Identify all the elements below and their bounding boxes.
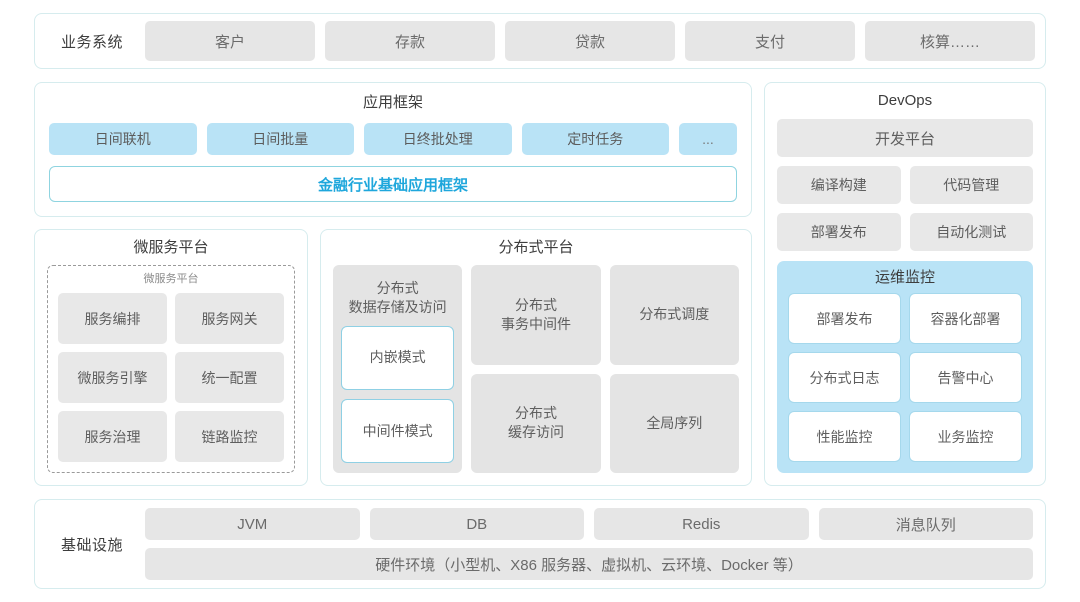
devops-item-automated-testing[interactable]: 自动化测试 (909, 213, 1033, 251)
devops-panel: DevOps 开发平台 编译构建 代码管理 部署发布 自动化测试 运维监控 部署… (764, 82, 1046, 486)
app-framework-title: 应用框架 (362, 94, 423, 111)
infra-item-jvm[interactable]: JVM (145, 508, 360, 540)
micro-item-service-orchestration[interactable]: 服务编排 (58, 293, 167, 345)
ops-item-business-monitoring[interactable]: 业务监控 (909, 411, 1022, 462)
ops-item-deploy-release[interactable]: 部署发布 (788, 293, 901, 344)
dist-item-global-sequence[interactable]: 全局序列 (609, 373, 739, 473)
business-item-loan[interactable]: 贷款 (505, 21, 675, 61)
dist-item-data-storage-access[interactable]: 分布式 数据存储及访问 内嵌模式 中间件模式 (333, 265, 463, 473)
dist-item-transaction-middleware[interactable]: 分布式 事务中间件 (471, 265, 601, 365)
distributed-grid: 分布式 数据存储及访问 内嵌模式 中间件模式 分布式 事务中间件 分布式调度 分… (333, 265, 739, 473)
infrastructure-stack: JVM DB Redis 消息队列 硬件环境（小型机、X86 服务器、虚拟机、云… (145, 508, 1033, 580)
micro-item-service-governance[interactable]: 服务治理 (58, 411, 167, 462)
microservice-platform-panel: 微服务平台 微服务平台 服务编排 服务网关 微服务引擎 统一配置 服务治理 链路… (34, 229, 308, 486)
distributed-platform-panel: 分布式平台 分布式 数据存储及访问 内嵌模式 中间件模式 分布式 事务中间件 分… (320, 229, 752, 486)
micro-item-microservice-engine[interactable]: 微服务引擎 (58, 352, 167, 404)
devops-item-dev-platform[interactable]: 开发平台 (777, 119, 1033, 157)
infrastructure-tag-row: JVM DB Redis 消息队列 (145, 508, 1033, 540)
app-tag-eod-batch[interactable]: 日终批处理 (364, 123, 512, 155)
devops-item-compile-build[interactable]: 编译构建 (777, 166, 901, 204)
business-item-customer[interactable]: 客户 (145, 21, 315, 61)
devops-grid: 编译构建 代码管理 部署发布 自动化测试 (777, 166, 1033, 251)
ops-monitoring-panel: 运维监控 部署发布 容器化部署 分布式日志 告警中心 性能监控 业务监控 (777, 261, 1033, 473)
ops-monitoring-grid: 部署发布 容器化部署 分布式日志 告警中心 性能监控 业务监控 (788, 293, 1022, 462)
app-tag-scheduled-task[interactable]: 定时任务 (521, 123, 669, 155)
app-tag-daytime-online[interactable]: 日间联机 (49, 123, 197, 155)
dist-mode-embedded[interactable]: 内嵌模式 (341, 325, 455, 390)
devops-item-deploy-release[interactable]: 部署发布 (777, 213, 901, 251)
infra-item-message-queue[interactable]: 消息队列 (818, 508, 1033, 540)
dist-item-scheduling[interactable]: 分布式调度 (609, 265, 739, 365)
infra-item-db[interactable]: DB (369, 508, 584, 540)
app-tag-more[interactable]: ... (679, 123, 737, 155)
devops-top-group: DevOps 开发平台 编译构建 代码管理 部署发布 自动化测试 (777, 93, 1033, 251)
app-framework-tag-row: 日间联机 日间批量 日终批处理 定时任务 ... (49, 123, 737, 155)
microservice-platform-title: 微服务平台 (133, 239, 209, 256)
infrastructure-panel: 基础设施 JVM DB Redis 消息队列 硬件环境（小型机、X86 服务器、… (34, 499, 1046, 589)
ops-item-performance-monitoring[interactable]: 性能监控 (788, 411, 901, 462)
app-framework-panel: 应用框架 日间联机 日间批量 日终批处理 定时任务 ... 金融行业基础应用框架 (34, 82, 752, 217)
business-item-payment[interactable]: 支付 (685, 21, 855, 61)
business-system-panel: 业务系统 客户 存款 贷款 支付 核算…… (34, 13, 1046, 69)
distributed-platform-title: 分布式平台 (498, 239, 574, 256)
microservice-dashed-box: 微服务平台 服务编排 服务网关 微服务引擎 统一配置 服务治理 链路监控 (47, 265, 295, 473)
ops-item-alert-center[interactable]: 告警中心 (909, 352, 1022, 403)
finance-base-framework-bar[interactable]: 金融行业基础应用框架 (49, 166, 737, 202)
microservice-grid: 服务编排 服务网关 微服务引擎 统一配置 服务治理 链路监控 (58, 293, 284, 462)
micro-item-unified-config[interactable]: 统一配置 (175, 352, 284, 404)
infra-item-redis[interactable]: Redis (594, 508, 809, 540)
devops-item-code-management[interactable]: 代码管理 (909, 166, 1033, 204)
dist-mode-middleware[interactable]: 中间件模式 (341, 398, 455, 463)
micro-item-trace-monitoring[interactable]: 链路监控 (175, 411, 284, 462)
infra-item-hardware-environment[interactable]: 硬件环境（小型机、X86 服务器、虚拟机、云环境、Docker 等） (145, 548, 1033, 580)
dist-storage-title: 分布式 数据存储及访问 (348, 280, 447, 315)
microservice-inner-label: 微服务平台 (143, 273, 199, 285)
business-system-label: 业务系统 (60, 33, 123, 51)
business-item-deposit[interactable]: 存款 (325, 21, 495, 61)
infrastructure-label: 基础设施 (60, 536, 123, 554)
devops-title: DevOps (877, 92, 933, 109)
platforms-row: 微服务平台 微服务平台 服务编排 服务网关 微服务引擎 统一配置 服务治理 链路… (34, 229, 752, 486)
ops-item-distributed-log[interactable]: 分布式日志 (788, 352, 901, 403)
micro-item-service-gateway[interactable]: 服务网关 (175, 293, 284, 345)
dist-item-cache-access[interactable]: 分布式 缓存访问 (471, 373, 601, 473)
middle-region: 应用框架 日间联机 日间批量 日终批处理 定时任务 ... 金融行业基础应用框架… (34, 82, 1046, 486)
ops-item-containerized-deploy[interactable]: 容器化部署 (909, 293, 1022, 344)
platform-column: 应用框架 日间联机 日间批量 日终批处理 定时任务 ... 金融行业基础应用框架… (34, 82, 752, 486)
business-item-accounting[interactable]: 核算…… (865, 21, 1035, 61)
ops-monitoring-title: 运维监控 (874, 269, 935, 286)
app-tag-daytime-batch[interactable]: 日间批量 (206, 123, 354, 155)
